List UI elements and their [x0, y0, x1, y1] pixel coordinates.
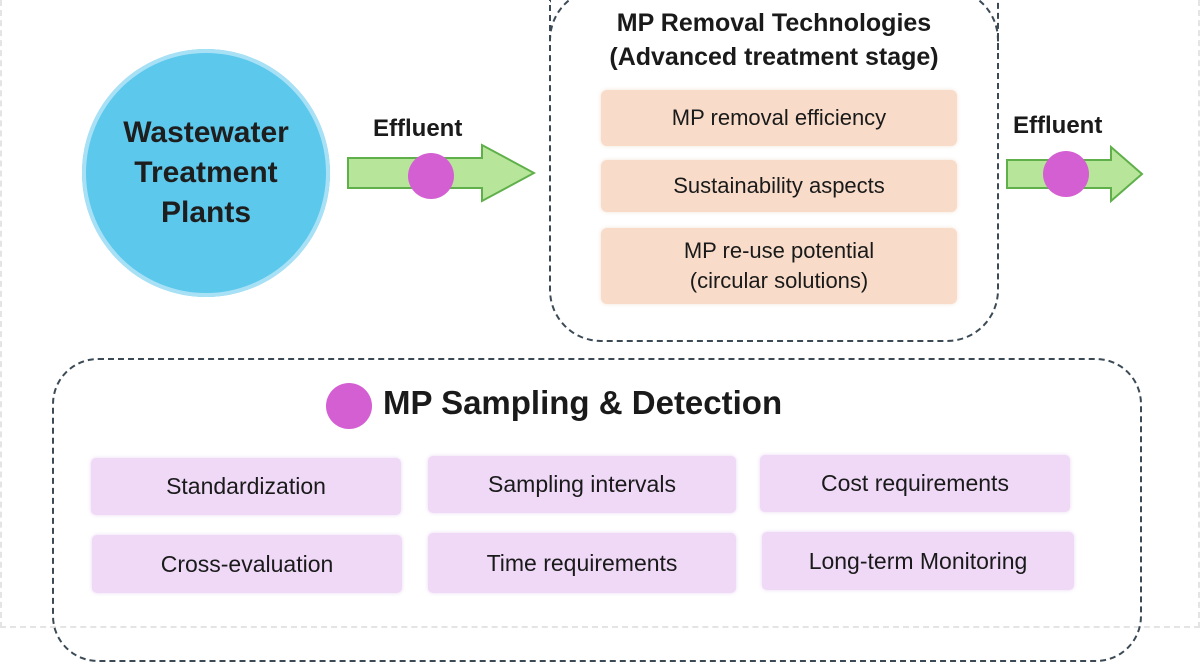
microplastic-dot-icon	[1043, 151, 1089, 197]
tech-item-removal-efficiency: MP removal efficiency	[601, 90, 957, 146]
sampling-item-cross-evaluation: Cross-evaluation	[92, 535, 402, 593]
removal-technologies-box: MP Removal Technologies (Advanced treatm…	[549, 0, 999, 342]
microplastic-dot-icon	[408, 153, 454, 199]
removal-technologies-title: MP Removal Technologies (Advanced treatm…	[609, 9, 939, 71]
sampling-item-intervals: Sampling intervals	[428, 456, 736, 513]
sampling-item-cost: Cost requirements	[760, 455, 1070, 512]
sampling-detection-title: MP Sampling & Detection	[383, 384, 783, 421]
wastewater-plant-circle: Wastewater Treatment Plants	[82, 49, 330, 297]
effluent-in-label: Effluent	[373, 115, 463, 142]
figure-frame	[0, 0, 1200, 628]
microplastic-dot-icon	[326, 383, 372, 429]
sampling-item-monitoring: Long-term Monitoring	[762, 532, 1074, 590]
wastewater-plant-label: Wastewater Treatment Plants	[123, 116, 289, 229]
sampling-item-time: Time requirements	[428, 533, 736, 593]
tech-item-sustainability: Sustainability aspects	[601, 160, 957, 212]
effluent-out-label: Effluent	[1013, 112, 1103, 139]
tech-item-reuse-potential: MP re-use potential (circular solutions)	[601, 228, 957, 304]
sampling-item-standardization: Standardization	[91, 458, 401, 515]
